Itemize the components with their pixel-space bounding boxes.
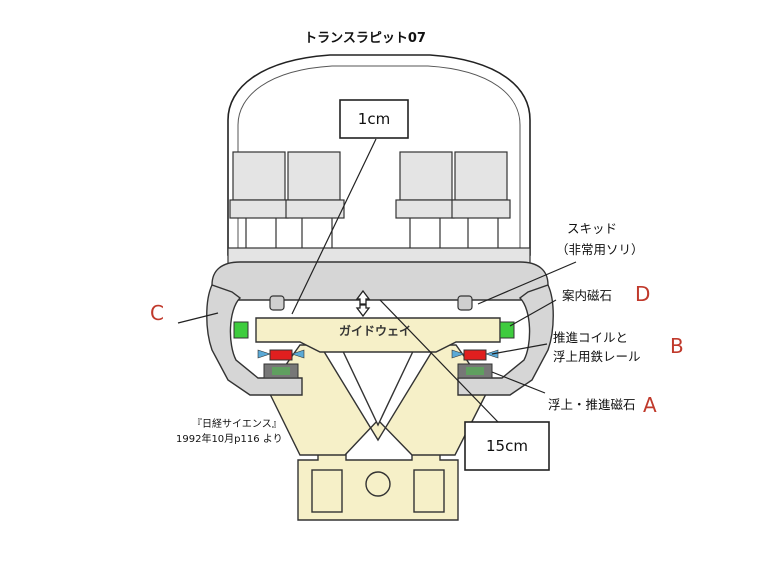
skid-label: スキッド	[567, 221, 617, 236]
seat-back	[232, 151, 286, 201]
skid-left	[269, 295, 285, 311]
diagram-title: トランスラピット07	[304, 31, 426, 46]
leader-1cm	[291, 138, 377, 315]
seat-back	[287, 151, 341, 201]
gap-double-arrow	[355, 289, 371, 318]
seat-back	[454, 151, 508, 201]
callout-text-15cm: 15cm	[486, 437, 528, 455]
source-line2: 1992年10月p116 より	[176, 432, 283, 445]
letter-c: C	[150, 301, 164, 325]
leader-levitation	[491, 371, 546, 394]
levitation-magnet-label: 浮上・推進磁石	[548, 397, 636, 412]
leader-coil	[491, 343, 548, 355]
guideway-foot-right	[413, 469, 445, 513]
guideway-label: ガイドウェイ	[339, 323, 411, 338]
leader-c	[177, 312, 219, 324]
guide-magnet-label: 案内磁石	[562, 288, 612, 303]
coil-assembly-left	[257, 349, 305, 379]
left-arm	[206, 284, 303, 396]
coil-rail-left	[269, 349, 293, 361]
coil-rail-right	[463, 349, 487, 361]
letter-a: A	[643, 393, 657, 417]
guide-magnet-left	[233, 321, 249, 339]
seats-left	[229, 151, 345, 248]
letter-d: D	[635, 282, 650, 306]
guideway-base-knob	[365, 471, 391, 497]
seat-cushion	[395, 199, 455, 219]
skid-right	[457, 295, 473, 311]
callout-box-15cm	[464, 421, 550, 471]
seat-cushion	[229, 199, 289, 219]
coil-assembly-right	[451, 349, 499, 379]
leader-skid	[477, 261, 577, 305]
leader-lines	[177, 138, 577, 423]
coil-label-line2: 浮上用鉄レール	[553, 349, 641, 364]
seat-cushion	[451, 199, 511, 219]
guideway-support	[267, 344, 489, 521]
letter-b: B	[670, 334, 684, 358]
leader-15cm	[379, 299, 499, 423]
seats-right	[395, 151, 511, 248]
seat-cushion	[285, 199, 345, 219]
callout-box-1cm	[339, 99, 409, 139]
coil-label-line1: 推進コイルと	[553, 330, 628, 345]
cabin-inner-line	[237, 65, 521, 250]
callout-text-1cm: 1cm	[358, 110, 390, 128]
skid-sublabel: （非常用ソリ）	[556, 242, 644, 257]
seat-back	[399, 151, 453, 201]
source-line1: 『日経サイエンス』	[192, 417, 282, 430]
undercarriage	[211, 261, 549, 301]
leader-guide-magnet	[509, 299, 557, 327]
guideway-foot-left	[311, 469, 343, 513]
